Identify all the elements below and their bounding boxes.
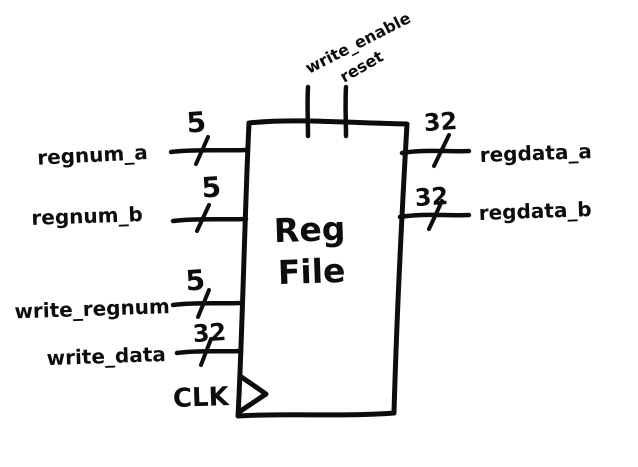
regnum-a-wire bbox=[168, 147, 250, 155]
write-data-buswidth-slash bbox=[199, 337, 213, 367]
clock-edge-triangle-icon bbox=[236, 373, 269, 415]
regfile-block: Reg File bbox=[235, 118, 410, 419]
regnum-b-wire bbox=[170, 216, 249, 224]
regdata-b-buswidth-slash bbox=[427, 199, 444, 231]
regdata-a-wire bbox=[399, 148, 472, 156]
regdata-a-label: regdata_a bbox=[479, 139, 592, 167]
write-regnum-wire bbox=[170, 300, 244, 308]
write-regnum-label: write_regnum bbox=[14, 294, 170, 323]
block-label-line2: File bbox=[277, 251, 346, 292]
port-write-data: 32 write_data bbox=[46, 318, 244, 370]
regnum-b-label: regnum_b bbox=[31, 202, 143, 230]
write-data-wire bbox=[174, 348, 244, 356]
regnum-a-width: 5 bbox=[185, 105, 207, 139]
write-regnum-buswidth-slash bbox=[196, 288, 211, 319]
write-regnum-width: 5 bbox=[184, 263, 206, 297]
port-regnum-b: 5 regnum_b bbox=[31, 170, 249, 233]
port-clk: CLK bbox=[172, 373, 269, 415]
block-label-line1: Reg bbox=[273, 209, 346, 250]
regdata-b-width: 32 bbox=[414, 182, 449, 212]
regnum-a-label: regnum_a bbox=[37, 140, 149, 170]
port-write-regnum: 5 write_regnum bbox=[14, 263, 244, 323]
regnum-b-width: 5 bbox=[200, 170, 222, 204]
regdata-b-label: regdata_b bbox=[478, 197, 592, 225]
port-regnum-a: 5 regnum_a bbox=[37, 105, 250, 170]
regnum-a-buswidth-slash bbox=[194, 135, 210, 166]
write-data-label: write_data bbox=[46, 342, 166, 370]
write-data-width: 32 bbox=[192, 318, 227, 348]
clk-label: CLK bbox=[172, 382, 230, 414]
regnum-b-buswidth-slash bbox=[195, 203, 211, 233]
regdata-a-buswidth-slash bbox=[432, 133, 451, 168]
regdata-a-width: 32 bbox=[423, 107, 458, 137]
port-regdata-a: 32 regdata_a bbox=[399, 107, 592, 168]
port-regdata-b: 32 regdata_b bbox=[397, 182, 592, 231]
